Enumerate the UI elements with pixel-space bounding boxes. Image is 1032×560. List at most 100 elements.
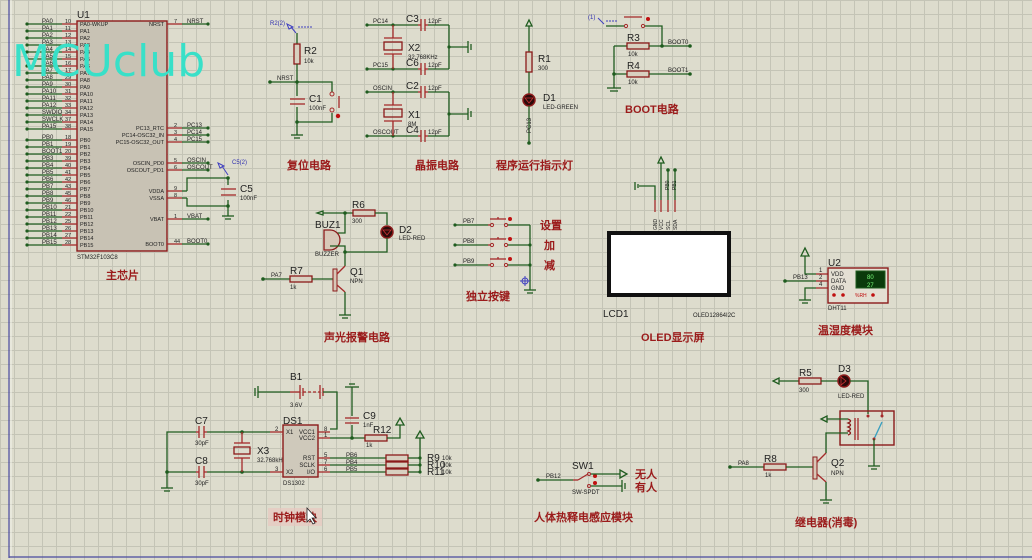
x3-crystal[interactable] (233, 446, 251, 455)
dht-part: DHT11 (828, 306, 847, 312)
alarm-circuit[interactable]: R6 300 D2 LED-RED BUZ1 BUZZER PA7 R7 1k … (261, 200, 426, 344)
mcu-pin-end[interactable] (25, 180, 29, 184)
mcu-pin-end[interactable] (206, 161, 210, 165)
ds1302-body[interactable] (282, 424, 319, 478)
q1-transistor[interactable] (332, 268, 338, 292)
run-led-circuit[interactable]: R1 300 D1 LED-GREEN PC13 程序运行指示灯 (496, 18, 578, 172)
boot-button[interactable] (646, 17, 650, 21)
ds-pin-num: 1 (324, 433, 328, 439)
mcu-pin-end[interactable] (25, 127, 29, 131)
mcu-left-pin-num: 21 (65, 205, 71, 211)
mcu-pin-end[interactable] (25, 43, 29, 47)
mcu-right-pin-name: NRST (149, 22, 165, 28)
mcu-pin-end[interactable] (25, 71, 29, 75)
mcu-pin-end[interactable] (25, 208, 29, 212)
dht-humidity: 80 (867, 275, 874, 281)
dht-btn-up[interactable] (841, 293, 845, 297)
mcu-pin-end[interactable] (25, 152, 29, 156)
sw1-switch[interactable] (577, 473, 589, 481)
reset-button[interactable] (335, 113, 341, 119)
mcu-pin-end[interactable] (206, 140, 210, 144)
d3-value: LED-RED (838, 394, 865, 400)
pir-no-person: 无人 (634, 467, 658, 481)
d1-led[interactable] (522, 93, 536, 107)
buzzer[interactable] (323, 229, 341, 251)
mcu-pin-end[interactable] (25, 99, 29, 103)
mcu-pin-end[interactable] (25, 57, 29, 61)
dht-btn-unit[interactable] (871, 293, 875, 297)
mcu-pin-end[interactable] (25, 236, 29, 240)
mcu-left-pin-num: 25 (65, 219, 71, 225)
c7-value: 30pF (195, 441, 209, 447)
mcu-pin-end[interactable] (25, 187, 29, 191)
dht-gnd: GND (831, 286, 845, 292)
mcu-left-pin-name: PA3 (80, 43, 90, 49)
mcu-pin-end[interactable] (206, 22, 210, 26)
nrst-net: NRST (277, 76, 294, 82)
mcu-pin-end[interactable] (25, 201, 29, 205)
mcu-pin-end[interactable] (25, 159, 29, 163)
relay-circuit[interactable]: R5 300 D3 LED-RED PA8 R8 1k Q2 NPN 继电器(消… (728, 364, 895, 529)
mcu-pin-end[interactable] (25, 106, 29, 110)
mcu-pin-end[interactable] (25, 113, 29, 117)
boot-circuit[interactable]: (1) R3 10k BOOT0 R4 10k BOOT1 BOOT电路 (588, 15, 692, 116)
reset-circuit[interactable]: R2(2) R2 10k NRST C1 100nF 复位电路 (268, 21, 341, 172)
key-press-indicator[interactable] (508, 237, 512, 241)
mcu-pin-end[interactable] (25, 92, 29, 96)
pir-circuit[interactable]: PB12 SW1 SW-SPDT 无人 有人 人体热释电感应模块 (534, 461, 658, 524)
mcu-pin-end[interactable] (25, 243, 29, 247)
r1-resistor[interactable] (525, 51, 533, 73)
mcu-pin-end[interactable] (25, 85, 29, 89)
crystal-x2[interactable] (383, 41, 403, 51)
mcu-pin-end[interactable] (25, 78, 29, 82)
c5-capacitor[interactable]: C5(2) C5 100nF (186, 160, 257, 220)
mcu-body[interactable] (76, 20, 168, 252)
key-press-indicator[interactable] (508, 257, 512, 261)
mcu-pin-end[interactable] (206, 126, 210, 130)
mcu-pin-end[interactable] (206, 133, 210, 137)
mcu-pin-end[interactable] (25, 222, 29, 226)
r2-resistor[interactable] (293, 43, 301, 65)
oled-screen[interactable] (607, 231, 731, 297)
mcu-pin-end[interactable] (25, 50, 29, 54)
mcu-pin-end[interactable] (25, 138, 29, 142)
mcu-pin-end[interactable] (25, 166, 29, 170)
mcu-left-net: PA1 (42, 26, 54, 32)
mcu-pin-end[interactable] (25, 22, 29, 26)
mcu-pin-end[interactable] (25, 215, 29, 219)
pullup-resistor[interactable] (385, 454, 409, 462)
d2-led[interactable] (380, 225, 394, 239)
dht-btn-down[interactable] (832, 293, 836, 297)
mcu-pin-end[interactable] (25, 194, 29, 198)
mcu-pin-end[interactable] (25, 173, 29, 177)
pullup-resistor[interactable] (385, 461, 409, 469)
mcu-left-net: PA0 (42, 19, 54, 25)
mcu-pin-end[interactable] (25, 36, 29, 40)
mcu-right-net: PC13 (187, 123, 203, 129)
dht11-sensor[interactable]: PB13 1 2 4 U2 VDD DATA GND 80 27 %RH DHT… (783, 246, 889, 337)
mcu-pin-end[interactable] (25, 64, 29, 68)
key-press-indicator[interactable] (508, 217, 512, 221)
crystal-x1[interactable] (383, 108, 403, 118)
mcu-pin-end[interactable] (25, 145, 29, 149)
mcu-pin-end[interactable] (206, 168, 210, 172)
mcu-pin-end[interactable] (206, 242, 210, 246)
mcu-pin-end[interactable] (206, 217, 210, 221)
mcu-pin-end[interactable] (25, 229, 29, 233)
mcu-pin-end[interactable] (25, 120, 29, 124)
mcu-left-net: PB4 (42, 163, 54, 169)
pullup-resistor[interactable] (385, 468, 409, 476)
r3-ref: R3 (627, 33, 640, 44)
oled-sda-net: PB1 (672, 180, 678, 190)
relay-body[interactable] (839, 410, 895, 446)
q2-transistor[interactable] (812, 456, 818, 480)
d3-led[interactable] (837, 374, 851, 388)
mcu-pin-end[interactable] (25, 29, 29, 33)
